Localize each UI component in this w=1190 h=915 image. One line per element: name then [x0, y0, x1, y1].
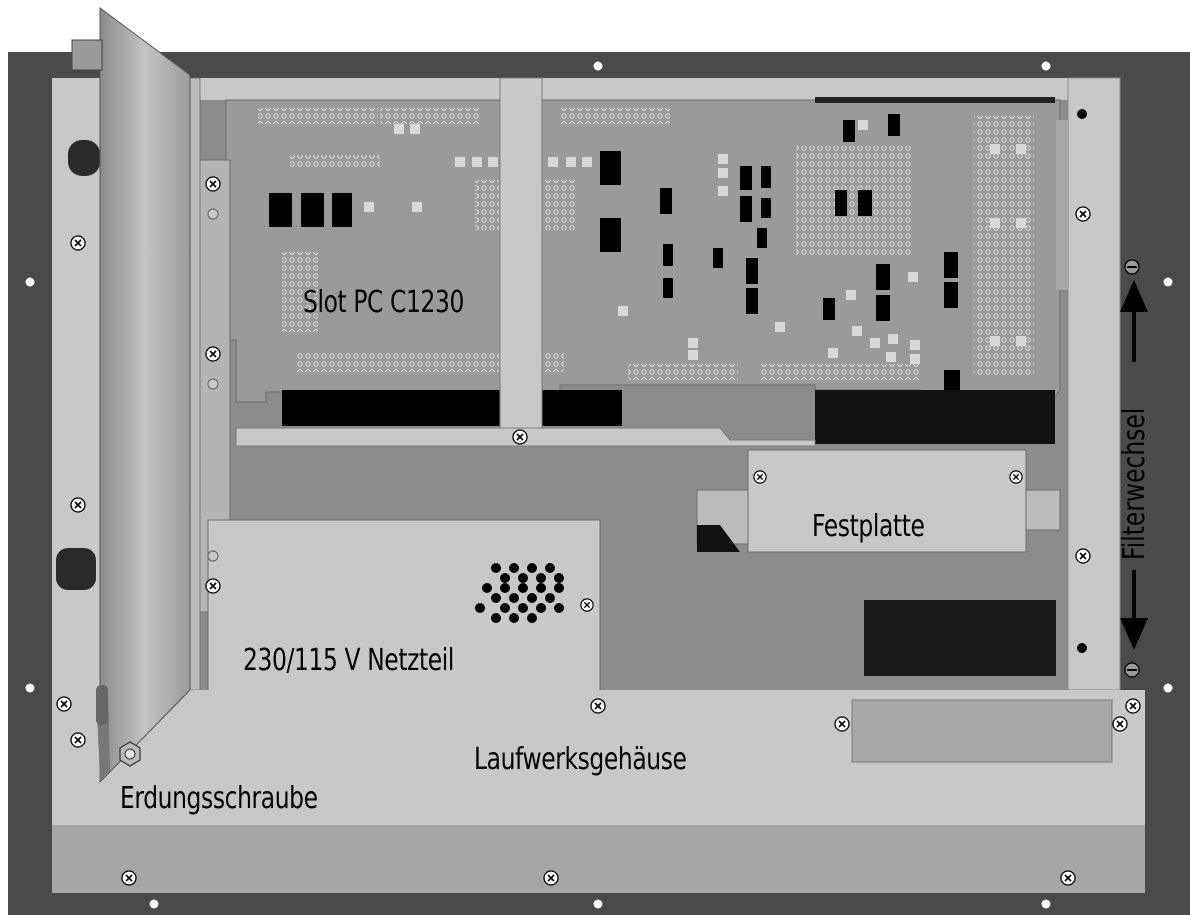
filter-dark-block — [864, 600, 1056, 676]
pcb-chips — [269, 114, 960, 396]
frame-dots — [25, 61, 1173, 909]
pcb-holes-4 — [290, 155, 380, 167]
label-drive-housing: Laufwerksgehäuse — [474, 742, 687, 777]
top-rail — [186, 78, 1070, 100]
pcb-holes-8 — [628, 364, 738, 380]
card-support-bar — [499, 77, 543, 441]
pcb-holes-9 — [760, 364, 920, 380]
pcb-holes-11 — [974, 116, 1034, 376]
pcb-holes-1 — [258, 108, 378, 124]
filter-panel — [1067, 77, 1121, 691]
label-hard-disk: Festplatte — [812, 509, 925, 544]
pcb-holes-7 — [296, 352, 564, 372]
hdd-box — [747, 449, 1027, 553]
bracket-holes — [207, 208, 219, 562]
filter-panel-hole-top — [1077, 109, 1087, 119]
left-hinge-cutout-top — [68, 140, 100, 176]
filter-arrow-up-icon — [1120, 280, 1148, 362]
pcb-holes-2 — [380, 108, 480, 124]
filter-screw-top — [1124, 259, 1140, 275]
pcb-pads — [364, 120, 1026, 364]
pcb-top-bar — [815, 97, 1055, 103]
filter-panel-strip — [1056, 120, 1068, 290]
dark-slot-block — [815, 390, 1055, 444]
label-power-supply: 230/115 V Netzteil — [243, 643, 455, 678]
edge-connector-left — [282, 390, 500, 426]
pcb-holes-3 — [560, 108, 670, 124]
label-slot-pc: Slot PC C1230 — [303, 285, 464, 320]
label-ground-screw: Erdungsschraube — [120, 781, 318, 816]
left-hinge-cutout-bottom — [56, 548, 96, 590]
pcb-holes-10 — [796, 146, 912, 256]
filter-panel-hole-bottom — [1077, 643, 1087, 653]
hdd-bracket-left-dark — [697, 525, 740, 552]
pcb-holes-6 — [282, 252, 318, 332]
drive-housing-slot — [851, 699, 1113, 763]
hdd-bracket-right — [1019, 489, 1061, 531]
filter-arrow-down-icon — [1120, 570, 1148, 650]
filter-screw-bottom — [1124, 662, 1140, 678]
drive-housing-front — [52, 825, 1145, 893]
door-latch-bottom — [96, 685, 108, 725]
ground-screw-icon — [119, 741, 141, 767]
open-door — [99, 7, 191, 784]
edge-connector-right — [540, 390, 622, 426]
psu-vent-holes — [475, 563, 564, 623]
label-filter-change: Filterwechsel — [1117, 407, 1152, 560]
door-hinge-top — [71, 39, 103, 71]
